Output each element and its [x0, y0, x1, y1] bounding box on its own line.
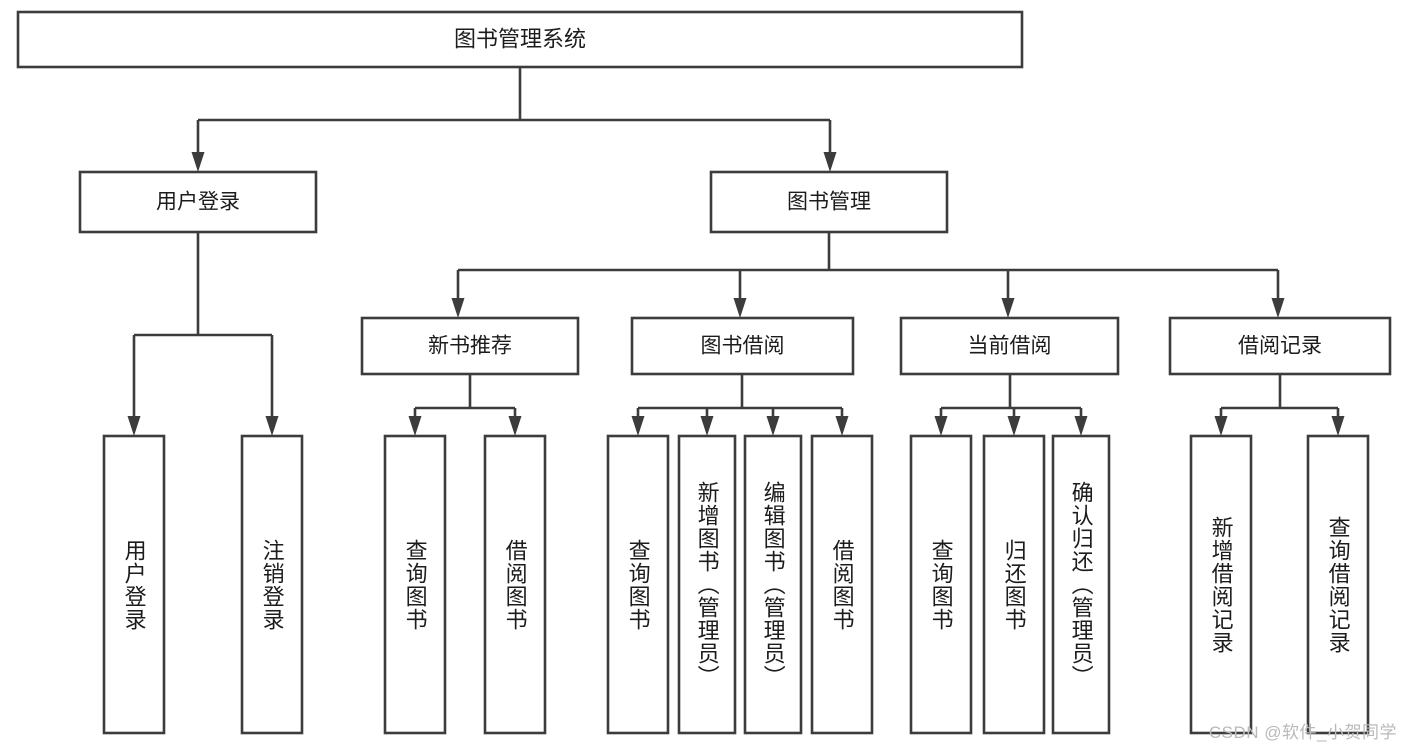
conn-record-a-head	[1214, 416, 1228, 436]
conn-bm-to-borrow-head	[733, 298, 747, 318]
node-root-box[interactable]	[16, 10, 1024, 69]
conn-recommend-b-head	[508, 416, 522, 436]
conn-bm-to-record-head	[1271, 298, 1285, 318]
node-leaf-add-borrow-record-box[interactable]	[1189, 434, 1253, 735]
node-leaf-confirm-return-admin-box[interactable]	[1051, 434, 1111, 735]
conn-current-c-head	[1074, 416, 1088, 436]
conn-recommend-a-head	[408, 416, 422, 436]
node-leaf-borrow-book-box[interactable]	[810, 434, 874, 735]
conn-user-login-b-head	[265, 416, 279, 436]
node-leaf-query-book-borrow-box[interactable]	[606, 434, 670, 735]
conn-borrow-c-head	[766, 416, 780, 436]
conn-record-b-head	[1331, 416, 1345, 436]
node-borrow-record-box[interactable]	[1168, 316, 1392, 376]
node-leaf-borrow-book-recommend-box[interactable]	[483, 434, 547, 735]
node-leaf-query-book-recommend-box[interactable]	[383, 434, 447, 735]
node-leaf-logout-box[interactable]	[240, 434, 304, 735]
node-book-borrow-box[interactable]	[630, 316, 855, 376]
node-borrow-record-label: 借阅记录	[1238, 335, 1322, 358]
conn-bm-to-recommend-head	[451, 298, 465, 318]
conn-bm-to-current-head	[1001, 298, 1015, 318]
node-new-book-recommend-label: 新书推荐	[428, 335, 512, 358]
conn-root-to-user-login-head	[191, 152, 205, 172]
node-user-login-box[interactable]	[78, 170, 318, 234]
node-user-login-label: 用户登录	[156, 191, 240, 214]
boxes-layer	[16, 10, 1392, 735]
node-leaf-return-book-box[interactable]	[982, 434, 1046, 735]
node-root-label: 图书管理系统	[454, 26, 586, 51]
node-book-borrow-label: 图书借阅	[701, 335, 785, 358]
node-book-management-label: 图书管理	[787, 191, 871, 214]
node-current-borrow-label: 当前借阅	[968, 335, 1052, 358]
conn-current-a-head	[934, 416, 948, 436]
conn-user-login-a-head	[127, 416, 141, 436]
conn-root-to-book-management-head	[823, 152, 837, 172]
connectors-layer	[127, 67, 1345, 436]
conn-borrow-b-head	[700, 416, 714, 436]
conn-current-b-head	[1007, 416, 1021, 436]
node-leaf-query-book-current-box[interactable]	[909, 434, 973, 735]
node-leaf-query-borrow-record-box[interactable]	[1306, 434, 1370, 735]
node-leaf-edit-book-admin-box[interactable]	[743, 434, 803, 735]
conn-borrow-d-head	[835, 416, 849, 436]
watermark: CSDN @软件_小贺同学	[1208, 723, 1397, 742]
conn-borrow-a-head	[631, 416, 645, 436]
node-leaf-user-login-box[interactable]	[102, 434, 166, 735]
node-book-management-box[interactable]	[709, 170, 949, 234]
node-new-book-recommend-box[interactable]	[360, 316, 580, 376]
node-current-borrow-box[interactable]	[899, 316, 1120, 376]
node-leaf-add-book-admin-box[interactable]	[677, 434, 737, 735]
